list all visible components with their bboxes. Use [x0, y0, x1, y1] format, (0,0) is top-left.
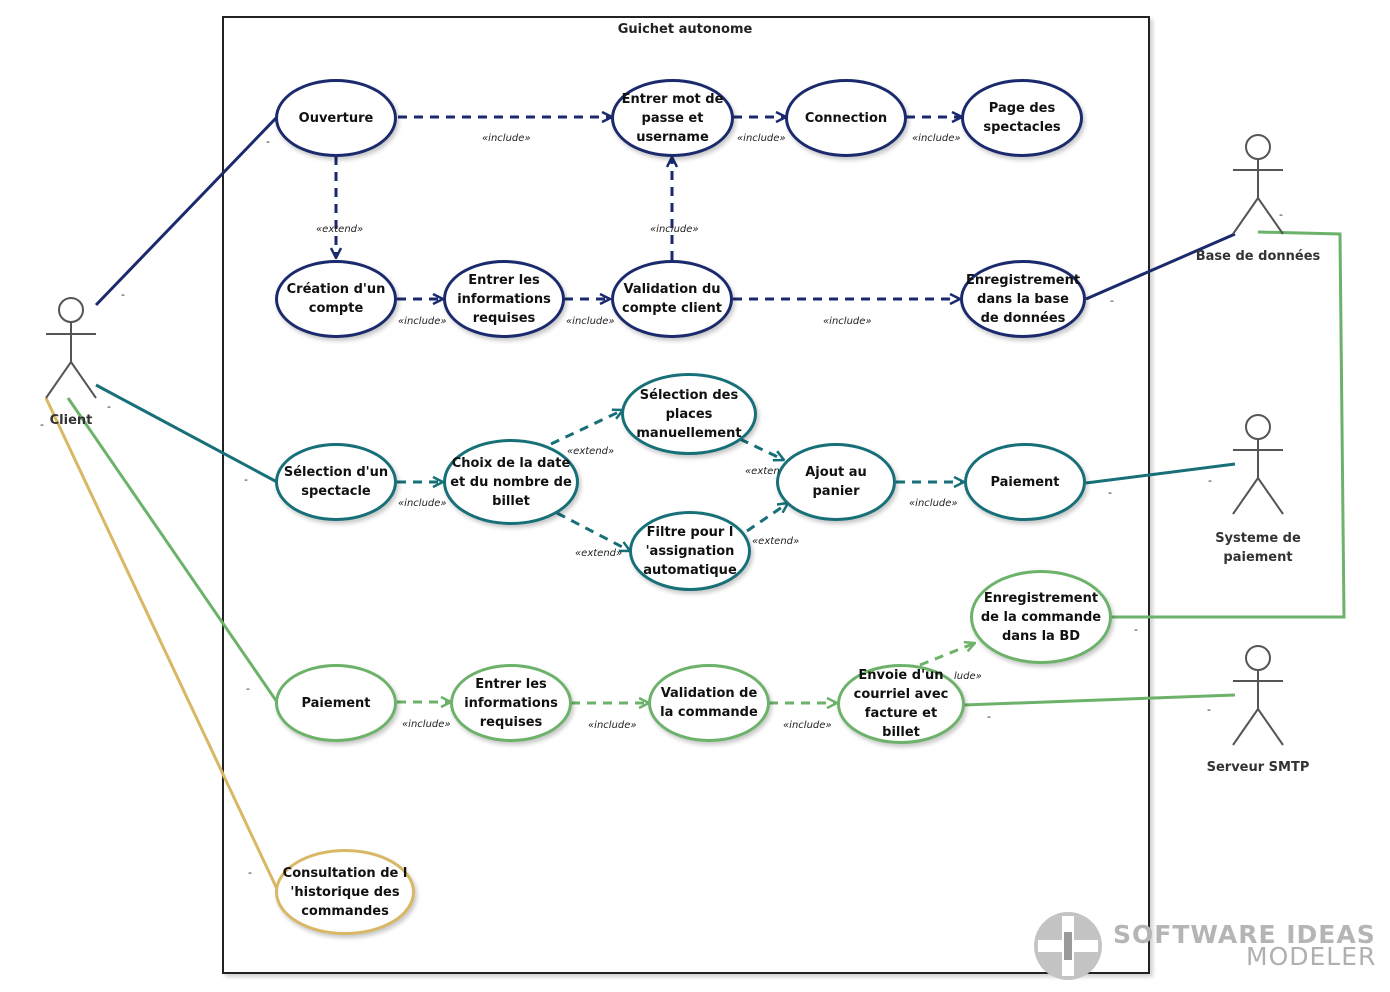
actor-smtp-label: Serveur SMTP: [1206, 760, 1310, 775]
extend-label: «extend»: [575, 548, 623, 559]
dep-choix-filtre: [556, 511, 630, 553]
multiplicity-mark: -: [248, 866, 252, 879]
include-label: «include»: [588, 720, 637, 731]
assoc-client-ouverture: [94, 115, 279, 307]
uc-enregistrement-bd[interactable]: Enregistrement dans la base de données: [960, 260, 1086, 338]
uc-creation-compte[interactable]: Création d'un compte: [275, 260, 397, 338]
include-label: «include»: [398, 316, 447, 327]
multiplicity-mark: -: [1207, 703, 1211, 716]
multiplicity-mark: -: [266, 135, 270, 148]
uc-entrer-informations-compte[interactable]: Entrer les informations requises: [443, 260, 565, 338]
actor-payment-system-label: Systeme de paiement: [1215, 531, 1301, 565]
logo-line1: SOFTWARE IDEAS: [1113, 920, 1376, 949]
include-label: «include»: [650, 224, 699, 235]
uc-page-spectacles[interactable]: Page des spectacles: [961, 79, 1083, 157]
multiplicity-mark: -: [121, 288, 125, 301]
system-title: Guichet autonome: [617, 22, 753, 37]
multiplicity-mark: -: [244, 473, 248, 486]
assoc-cmdbd-db: [1112, 230, 1346, 619]
assoc-client-paiement: [66, 397, 279, 703]
multiplicity-mark: -: [987, 710, 991, 723]
dep-envoie-enregistrement: [919, 643, 975, 667]
payment-system-figure: [1232, 414, 1284, 515]
uc-enregistrement-commande[interactable]: Enregistrement de la commande dans la BD: [970, 570, 1112, 664]
database-figure: [1232, 134, 1284, 235]
uc-selection-spectacle[interactable]: Sélection d'un spectacle: [275, 443, 397, 521]
uc-ouverture[interactable]: Ouverture: [275, 79, 397, 157]
uc-ajout-panier[interactable]: Ajout au panier: [776, 443, 896, 521]
include-label: «include»: [823, 316, 872, 327]
uc-entrer-mot-de-passe[interactable]: Entrer mot de passe et username: [611, 79, 734, 157]
logo-line2: MODELER: [1246, 942, 1377, 971]
extend-label: «extend»: [567, 446, 615, 457]
include-label: «include»: [398, 498, 447, 509]
uc-consultation-historique[interactable]: Consultation de l 'historique des comman…: [275, 849, 415, 935]
uc-validation-compte[interactable]: Validation du compte client: [611, 260, 733, 338]
multiplicity-mark: -: [1108, 486, 1112, 499]
uc-selection-places[interactable]: Sélection des places manuellement: [621, 373, 757, 455]
assoc-client-spectacle: [95, 383, 278, 484]
software-ideas-logo: [1034, 912, 1102, 980]
multiplicity-mark: -: [1279, 208, 1283, 221]
uc-entrer-informations-paiement[interactable]: Entrer les informations requises: [450, 664, 572, 742]
include-label: «include»: [566, 316, 615, 327]
smtp-figure: [1232, 645, 1284, 746]
actor-database-label: Base de données: [1195, 249, 1321, 264]
uc-paiement-spectacle[interactable]: Paiement: [964, 443, 1086, 521]
include-label: «include»: [402, 719, 451, 730]
uc-filtre-assignation[interactable]: Filtre pour l 'assignation automatique: [629, 511, 751, 591]
include-label: «include»: [909, 498, 958, 509]
uc-paiement[interactable]: Paiement: [275, 664, 397, 742]
dep-places-panier: [739, 437, 784, 460]
uc-choix-date[interactable]: Choix de la date et du nombre de billet: [443, 439, 579, 525]
include-label: lude»: [954, 671, 982, 682]
include-label: «include»: [482, 133, 531, 144]
include-label: «include»: [737, 133, 786, 144]
uc-envoie-courriel[interactable]: Envoie d'un courriel avec facture et bil…: [837, 664, 965, 744]
multiplicity-mark: -: [1208, 474, 1212, 487]
uc-connection[interactable]: Connection: [785, 79, 907, 157]
multiplicity-mark: -: [1134, 623, 1138, 636]
include-label: «include»: [783, 720, 832, 731]
multiplicity-mark: -: [1110, 294, 1114, 307]
multiplicity-mark: -: [40, 418, 44, 431]
extend-label: «extend»: [752, 536, 800, 547]
assoc-bd-db: [1085, 232, 1236, 301]
assoc-client-consultation: [44, 397, 279, 890]
assoc-envoie-smtp: [963, 693, 1236, 707]
client-figure: [45, 297, 97, 399]
extend-label: «exten: [745, 466, 780, 477]
multiplicity-mark: -: [246, 682, 250, 695]
dep-filtre-panier: [746, 503, 788, 533]
dep-choix-places: [550, 410, 623, 446]
extend-label: «extend»: [316, 224, 364, 235]
multiplicity-mark: -: [107, 400, 111, 413]
actor-client-label: Client: [49, 413, 93, 428]
include-label: «include»: [912, 133, 961, 144]
assoc-paiement-system: [1085, 462, 1236, 485]
uc-validation-commande[interactable]: Validation de la commande: [648, 664, 770, 742]
